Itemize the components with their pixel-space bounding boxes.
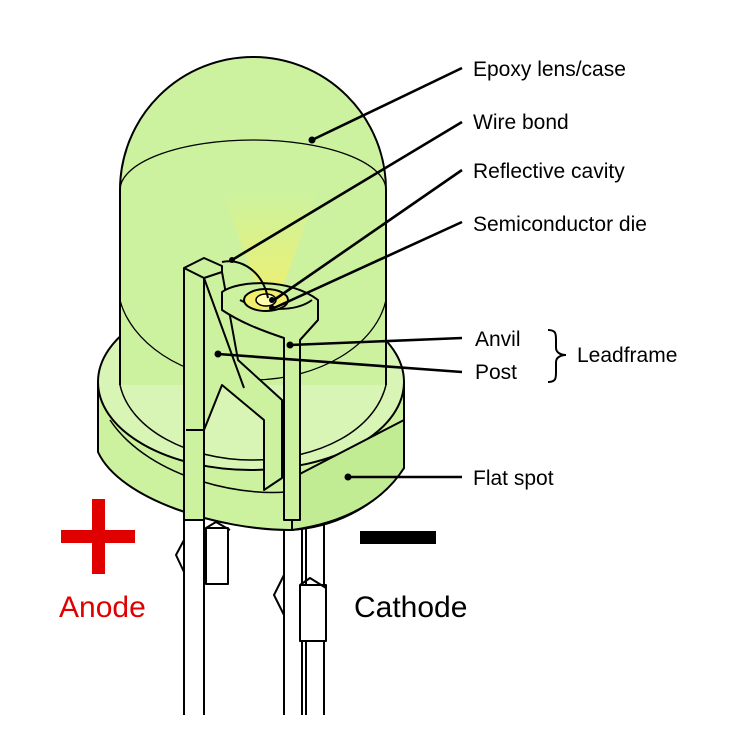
- light-glow: [222, 190, 318, 300]
- plus-sign-icon: [61, 499, 135, 574]
- leadframe-brace: [547, 329, 567, 383]
- cathode-lead: [273, 520, 327, 715]
- label-anvil: Anvil: [475, 328, 521, 351]
- label-leadframe: Leadframe: [577, 344, 677, 367]
- label-semiconductor-die: Semiconductor die: [473, 213, 647, 236]
- minus-sign-icon: [360, 531, 436, 544]
- label-reflective-cavity: Reflective cavity: [473, 160, 625, 183]
- cathode-label: Cathode: [354, 591, 467, 624]
- label-wire-bond: Wire bond: [473, 111, 569, 134]
- anode-lead: [175, 520, 231, 715]
- label-epoxy-lens: Epoxy lens/case: [473, 58, 626, 81]
- label-post: Post: [475, 361, 517, 384]
- label-flat-spot: Flat spot: [473, 467, 554, 490]
- leader-dots: [214, 136, 352, 481]
- wire-bond: [221, 260, 269, 299]
- anode-label: Anode: [59, 591, 146, 624]
- post-leadframe: [183, 257, 283, 521]
- leader-lines: [217, 66, 463, 479]
